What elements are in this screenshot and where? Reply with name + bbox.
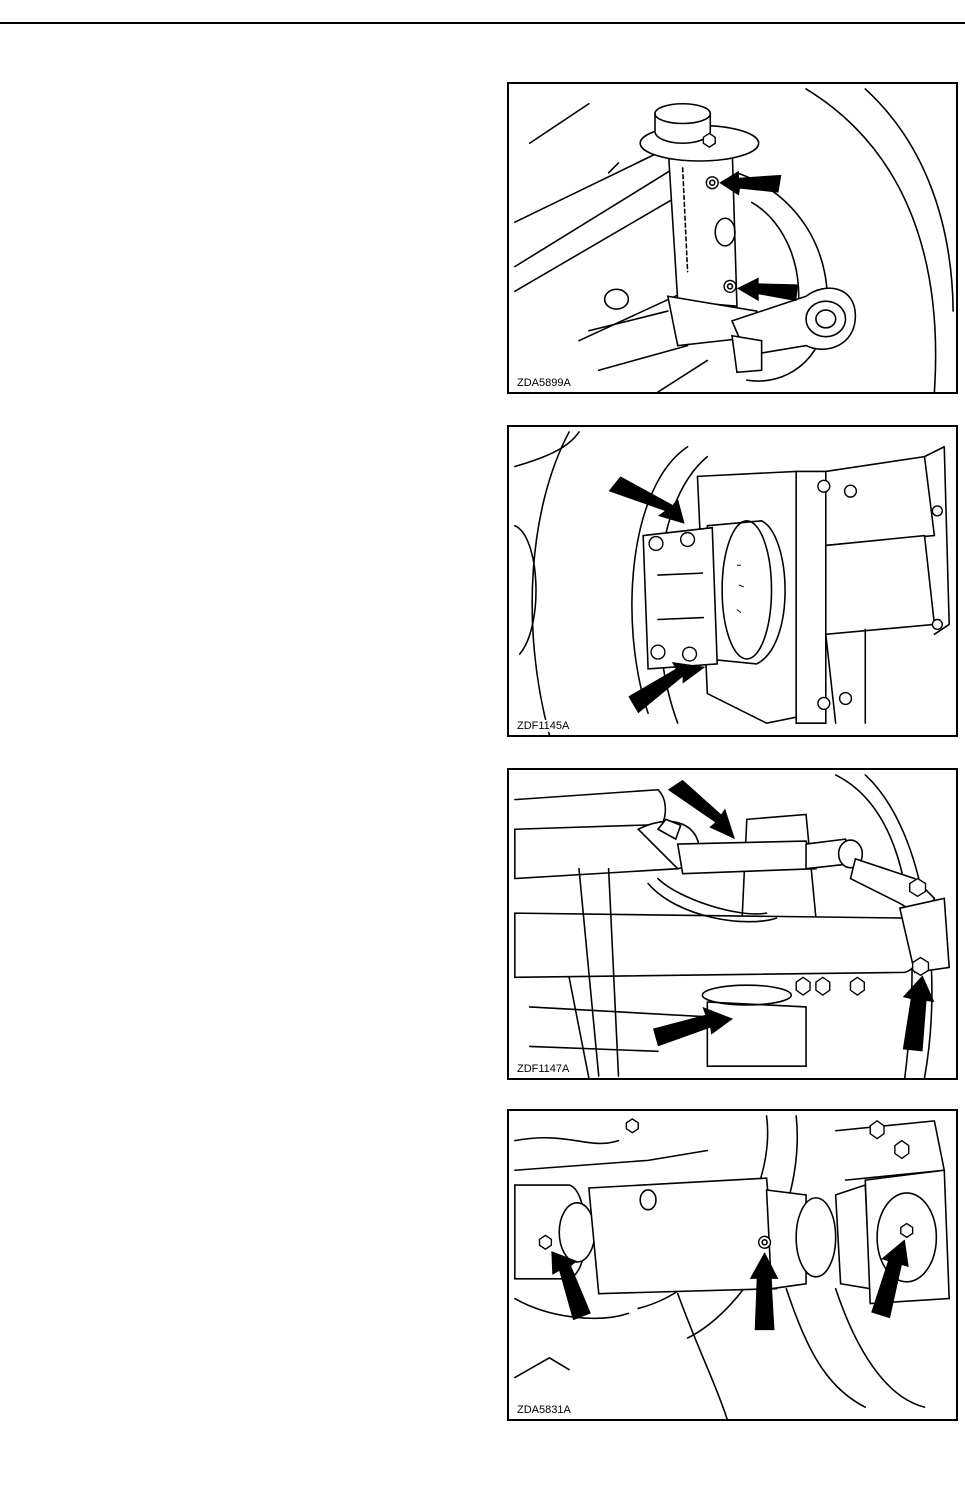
illustration-driveshaft: [509, 1111, 956, 1419]
figure-steering-cylinder-mounts: ZDF1147A: [507, 768, 958, 1080]
figure-code: ZDF1147A: [515, 1063, 571, 1075]
illustration-axle-pivot: [509, 84, 956, 392]
figure-driveshaft-grease-points: ZDA5831A: [507, 1109, 958, 1421]
illustration-bearing-cap: [509, 427, 956, 735]
arrow-icon: [737, 277, 798, 301]
figure-code: ZDA5831A: [515, 1404, 573, 1416]
arrow-icon: [551, 1251, 590, 1320]
header-rule: [0, 22, 965, 24]
figure-axle-pivot-grease-points: ZDA5899A: [507, 82, 958, 394]
arrow-icon: [609, 476, 685, 523]
figure-axle-bearing-cap-bolts: ZDF1145A: [507, 425, 958, 737]
illustration-steering-cylinder: [509, 770, 956, 1078]
figure-code: ZDA5899A: [515, 377, 573, 389]
figure-code: ZDF1145A: [515, 720, 571, 732]
arrow-icon: [628, 662, 705, 713]
